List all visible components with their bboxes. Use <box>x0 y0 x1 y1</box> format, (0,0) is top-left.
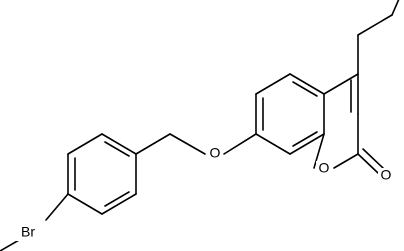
bond-c7-ether-o <box>223 133 257 155</box>
ether-oxygen-mask <box>207 146 223 162</box>
carbonyl-oxygen-mask <box>378 168 394 184</box>
bond-c2-carbonyl-o-1 <box>357 153 379 174</box>
bond-c2-o1 <box>333 153 359 169</box>
bromine-mask <box>16 224 40 241</box>
bond-c2-carbonyl-o-2 <box>362 148 384 169</box>
bond-c4a-c5 <box>255 73 291 95</box>
bond-aryl-4 <box>67 193 103 215</box>
double-bond-aryl-c <box>104 191 130 207</box>
ring-oxygen-mask <box>316 161 332 177</box>
bond-ether-o-ch2 <box>169 133 206 155</box>
carbonyl-oxygen-label: O <box>381 167 392 183</box>
bond-o1-c8a <box>313 133 325 169</box>
bond-c6-c7 <box>255 133 291 155</box>
bond-propyl-3 <box>391 0 400 16</box>
bromine-label: Br <box>21 224 35 240</box>
bond-c8a-c4a <box>289 73 325 95</box>
bond-aryl-5 <box>101 193 137 215</box>
double-bond-c7-c8-inner <box>292 131 318 147</box>
bond-c7-c8 <box>289 133 325 155</box>
bond-aryl-2 <box>67 133 103 155</box>
double-bond-c8a-c4a-inner <box>292 81 318 97</box>
ring-oxygen-label: O <box>319 160 330 176</box>
bond-aryl-1 <box>101 133 137 155</box>
bond-propyl-2 <box>357 14 393 36</box>
bond-c4a-c4 <box>323 73 359 95</box>
bond-aryl-br <box>45 193 69 221</box>
double-bond-aryl-a <box>104 141 130 157</box>
ether-oxygen-label: O <box>210 145 221 161</box>
bond-ch2-aryl <box>135 133 171 155</box>
